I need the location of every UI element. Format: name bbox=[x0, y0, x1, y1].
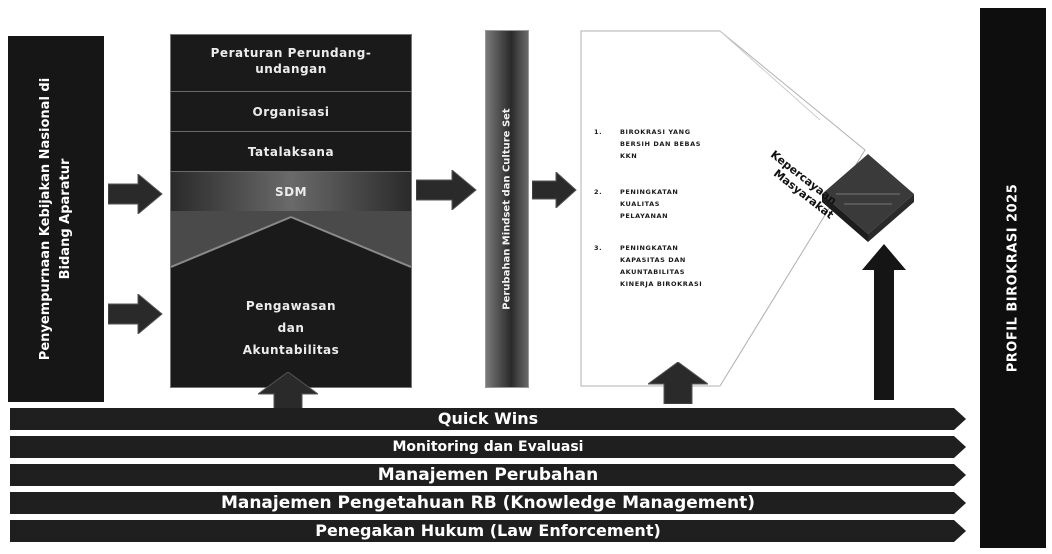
policy-line-2: Bidang Aparatur bbox=[58, 158, 73, 280]
policy-bar-label: Penyempurnaan Kebijakan Nasional di Bida… bbox=[36, 78, 76, 360]
area-perubahan-box: Peraturan Perundang- undangan Organisasi… bbox=[170, 34, 412, 388]
band-penegakan-hukum: Penegakan Hukum (Law Enforcement) bbox=[10, 520, 966, 542]
row-peraturan-line1: Peraturan Perundang- bbox=[210, 46, 372, 60]
row-sdm: SDM bbox=[171, 171, 411, 212]
arrow-right-icon bbox=[416, 170, 477, 210]
row-pengawasan: Pengawasan dan Akuntabilitas bbox=[171, 295, 411, 361]
profil-label: PROFIL BIROKRASI 2025 bbox=[1005, 183, 1021, 373]
row-organisasi: Organisasi bbox=[171, 91, 411, 132]
band-manajemen-perubahan-label: Manajemen Perubahan bbox=[377, 465, 599, 485]
sasaran-num-2: 2. bbox=[594, 188, 603, 196]
kepercayaan-box-icon bbox=[822, 154, 914, 242]
profil-bar: PROFIL BIROKRASI 2025 bbox=[980, 8, 1046, 548]
sasaran-text-3: PENINGKATAN KAPASITAS DAN AKUNTABILITAS … bbox=[620, 244, 703, 288]
sasaran-num-1: 1. bbox=[594, 128, 603, 136]
band-shape bbox=[10, 520, 966, 542]
band-penegakan-hukum-label: Penegakan Hukum (Law Enforcement) bbox=[315, 521, 661, 540]
row-peraturan-line2: undangan bbox=[255, 62, 327, 76]
sasaran-shape bbox=[580, 30, 866, 387]
row-peraturan: Peraturan Perundang- undangan bbox=[171, 45, 411, 77]
band-shape bbox=[10, 492, 966, 514]
pengawasan-line2: dan bbox=[277, 321, 305, 335]
policy-bar: Penyempurnaan Kebijakan Nasional di Bida… bbox=[8, 36, 104, 402]
mindset-bar: Perubahan Mindset dan Culture Set bbox=[485, 30, 529, 388]
band-quick-wins-label: Quick Wins bbox=[437, 409, 539, 428]
arrow-right-icon bbox=[108, 294, 163, 334]
band-monitoring: Monitoring dan Evaluasi bbox=[10, 436, 966, 458]
band-shape bbox=[10, 436, 966, 458]
sasaran-num-3: 3. bbox=[594, 244, 603, 252]
band-quick-wins: Quick Wins bbox=[10, 408, 966, 430]
sasaran-box: 1. BIROKRASI YANG BERSIH DAN BEBAS KKN 2… bbox=[580, 30, 870, 388]
pengawasan-line1: Pengawasan bbox=[245, 299, 337, 313]
band-knowledge-management: Manajemen Pengetahuan RB (Knowledge Mana… bbox=[10, 492, 966, 514]
band-manajemen-perubahan: Manajemen Perubahan bbox=[10, 464, 966, 486]
band-monitoring-label: Monitoring dan Evaluasi bbox=[392, 439, 584, 455]
pengawasan-line3: Akuntabilitas bbox=[242, 343, 340, 357]
sasaran-text-2: PENINGKATAN KUALITAS PELAYANAN bbox=[620, 188, 679, 220]
arrow-up-icon bbox=[862, 244, 906, 400]
arrow-up-icon bbox=[648, 362, 708, 404]
sasaran-text-1: BIROKRASI YANG BERSIH DAN BEBAS KKN bbox=[620, 128, 701, 160]
band-shape bbox=[10, 408, 966, 430]
band-knowledge-management-label: Manajemen Pengetahuan RB (Knowledge Mana… bbox=[220, 493, 756, 513]
arrow-right-icon bbox=[532, 172, 577, 208]
arrow-up-icon bbox=[258, 372, 318, 410]
pentagon-shape bbox=[171, 211, 411, 387]
arrow-right-icon bbox=[108, 174, 163, 214]
band-shape bbox=[10, 464, 966, 486]
row-tatalaksana: Tatalaksana bbox=[171, 131, 411, 172]
policy-line-1: Penyempurnaan Kebijakan Nasional di bbox=[38, 77, 53, 361]
mindset-label: Perubahan Mindset dan Culture Set bbox=[501, 108, 513, 310]
